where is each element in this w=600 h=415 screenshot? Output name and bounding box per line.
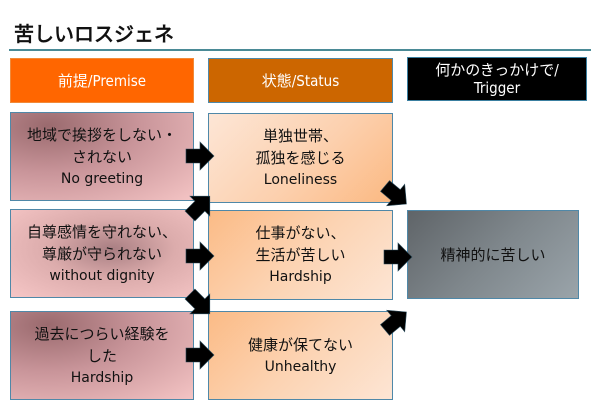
premise-box-jp1: 地域で挨拶をしない・ (26, 125, 177, 144)
status-box-unhealthy: 健康が保てない Unhealthy (208, 311, 393, 400)
header-trigger: 何かのきっかけで/ Trigger (407, 57, 587, 101)
status-box-jp1: 仕事がない、 (255, 224, 346, 242)
result-box-label: 精神的に苦しい (440, 245, 546, 264)
status-box-jp2: 孤独を感じる (255, 149, 346, 167)
header-trigger-line2: Trigger (473, 79, 521, 97)
status-box-en: Unhealthy (264, 358, 337, 375)
status-box-jp1: 単独世帯、 (262, 127, 338, 145)
premise-box-en: No greeting (60, 170, 144, 187)
premise-box-without-dignity: 自尊感情を守れない、 尊厳が守られない without dignity (10, 209, 194, 298)
status-box-jp1: 健康が保てない (247, 335, 353, 354)
slide-title: 苦しいロスジェネ (14, 22, 174, 46)
premise-box-jp2: した (86, 346, 117, 365)
status-box-jp2: 生活が苦しい (255, 246, 346, 264)
status-box-en: Hardship (269, 269, 332, 285)
title-underline (9, 49, 591, 51)
premise-box-jp2: 尊厳が守られない (41, 244, 162, 263)
header-status-label: 状態/Status (261, 71, 340, 90)
premise-box-jp2: されない (71, 147, 132, 166)
status-box-hardship: 仕事がない、 生活が苦しい Hardship (208, 210, 393, 300)
header-status: 状態/Status (208, 58, 393, 103)
premise-box-no-greeting: 地域で挨拶をしない・ されない No greeting (10, 112, 194, 201)
header-premise: 前提/Premise (10, 58, 194, 103)
status-box-loneliness: 単独世帯、 孤独を感じる Loneliness (208, 113, 393, 203)
status-box-en: Loneliness (263, 172, 338, 188)
header-premise-label: 前提/Premise (57, 71, 147, 90)
premise-box-en: Hardship (70, 369, 134, 386)
premise-box-jp1: 過去につらい経験を (34, 324, 170, 343)
header-trigger-line1: 何かのきっかけで/ (435, 61, 559, 79)
premise-box-hardship: 過去につらい経験を した Hardship (10, 311, 194, 400)
premise-box-en: without dignity (49, 267, 155, 284)
premise-box-jp1: 自尊感情を守れない、 (26, 222, 177, 241)
result-box-mental-distress: 精神的に苦しい (407, 210, 579, 299)
